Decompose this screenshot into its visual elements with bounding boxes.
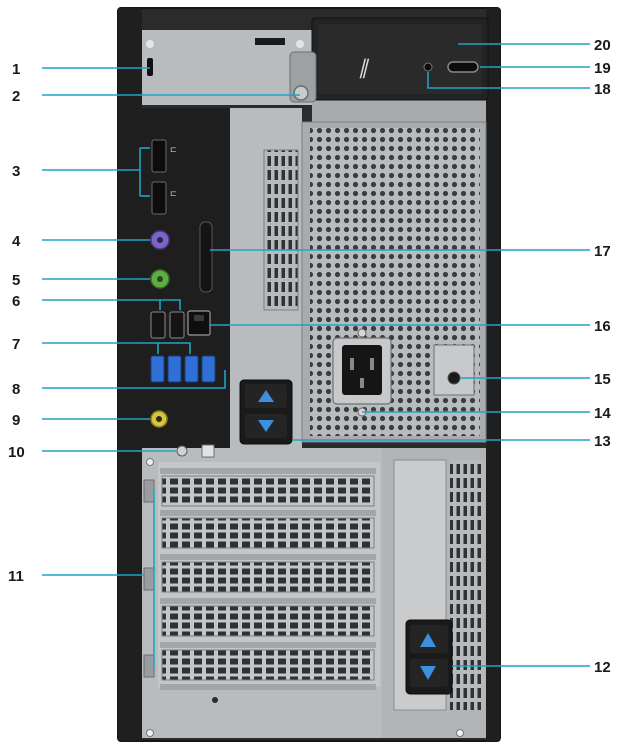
usb2-port-1[interactable]	[150, 311, 166, 339]
screw-icon	[456, 729, 464, 737]
screw-icon	[146, 729, 154, 737]
displayport-glyph-icon: ⊏	[170, 189, 177, 198]
callout-1: 1	[12, 61, 20, 78]
callout-11: 11	[8, 568, 24, 585]
leader-lines	[42, 43, 590, 668]
displayport-2[interactable]	[151, 181, 167, 215]
callout-20: 20	[594, 37, 611, 54]
callout-6: 6	[12, 293, 20, 310]
audio-jack-icon	[156, 416, 162, 422]
expansion-slot-3[interactable]	[161, 561, 375, 593]
slot-rail	[160, 684, 376, 690]
expansion-slot-1[interactable]	[161, 475, 375, 507]
rj45-network-port[interactable]	[187, 310, 211, 336]
psu-diagnostic-button[interactable]	[447, 371, 461, 385]
ac-pin-icon	[350, 358, 354, 370]
callout-3: 3	[12, 163, 20, 180]
psu-diagnostic-area	[433, 344, 475, 396]
callout-5: 5	[12, 272, 20, 289]
brand-logo-icon: ∥	[358, 57, 370, 79]
diagnostic-led-icon	[176, 445, 188, 457]
security-lock-slot-icon	[423, 62, 433, 72]
displayport-glyph-icon: ⊏	[170, 145, 177, 154]
usb3-port-1[interactable]	[150, 355, 165, 383]
slot-rail	[160, 598, 376, 604]
screw-icon	[357, 328, 367, 338]
expansion-slot-5[interactable]	[161, 649, 375, 681]
usb2-port-2[interactable]	[169, 311, 185, 339]
callout-10: 10	[8, 444, 25, 461]
expansion-vent-upper	[263, 149, 299, 311]
padlock-ring[interactable]	[447, 61, 479, 73]
slot-clip	[143, 479, 155, 503]
arrow-down-icon	[420, 666, 436, 680]
arrow-down-icon	[258, 420, 274, 432]
callout-13: 13	[594, 433, 611, 450]
usb3-port-2[interactable]	[167, 355, 182, 383]
screw-icon	[212, 697, 218, 703]
ac-power-inlet[interactable]	[342, 345, 382, 395]
top-metal-plate	[142, 30, 312, 105]
slot-rail	[160, 510, 376, 516]
callout-16: 16	[594, 318, 611, 335]
latch-inner	[318, 24, 482, 94]
screw-icon	[296, 40, 304, 48]
callout-14: 14	[594, 405, 611, 422]
slot-rail	[160, 642, 376, 648]
rj45-clip	[194, 315, 204, 321]
slot-rail	[160, 468, 376, 474]
callout-7: 7	[12, 336, 20, 353]
ac-pin-icon	[360, 378, 364, 388]
callout-4: 4	[12, 233, 21, 250]
top-metal-plate-right	[312, 100, 486, 122]
ac-pin-icon	[370, 358, 374, 370]
callout-15: 15	[594, 371, 611, 388]
arrow-up-icon	[420, 633, 436, 647]
top-slot	[255, 38, 285, 45]
callouts-right: 20 19 18 17 16 15 14 13 12	[594, 37, 611, 676]
usb3-port-4[interactable]	[201, 355, 216, 383]
ps2-pin-icon	[157, 276, 163, 282]
screw-icon	[146, 458, 154, 466]
screw-icon	[146, 40, 154, 48]
callout-18: 18	[594, 81, 611, 98]
callout-9: 9	[12, 412, 20, 429]
callout-2: 2	[12, 88, 20, 105]
expansion-slot-4[interactable]	[161, 605, 375, 637]
callout-8: 8	[12, 381, 20, 398]
arrow-up-icon	[258, 390, 274, 402]
displayport-1[interactable]	[151, 139, 167, 173]
slot-tab	[201, 444, 215, 458]
callouts-left: 1 2 3 4 5 6 7 8 9 10 11	[8, 61, 25, 585]
kensington-slot[interactable]	[147, 58, 153, 76]
callout-19: 19	[594, 60, 611, 77]
thumbscrew-icon[interactable]	[293, 85, 309, 101]
slot-clip	[143, 654, 155, 678]
expansion-slot-2[interactable]	[161, 517, 375, 549]
callout-17: 17	[594, 243, 611, 260]
ps2-pin-icon	[157, 237, 163, 243]
serial-knockout	[199, 221, 213, 293]
chassis-right-rail	[486, 8, 500, 741]
lower-right-vent	[450, 460, 484, 710]
slot-clip	[143, 567, 155, 591]
chassis-left-rail	[118, 8, 142, 741]
slot-rail	[160, 554, 376, 560]
usb3-port-3[interactable]	[184, 355, 199, 383]
callout-12: 12	[594, 659, 611, 676]
